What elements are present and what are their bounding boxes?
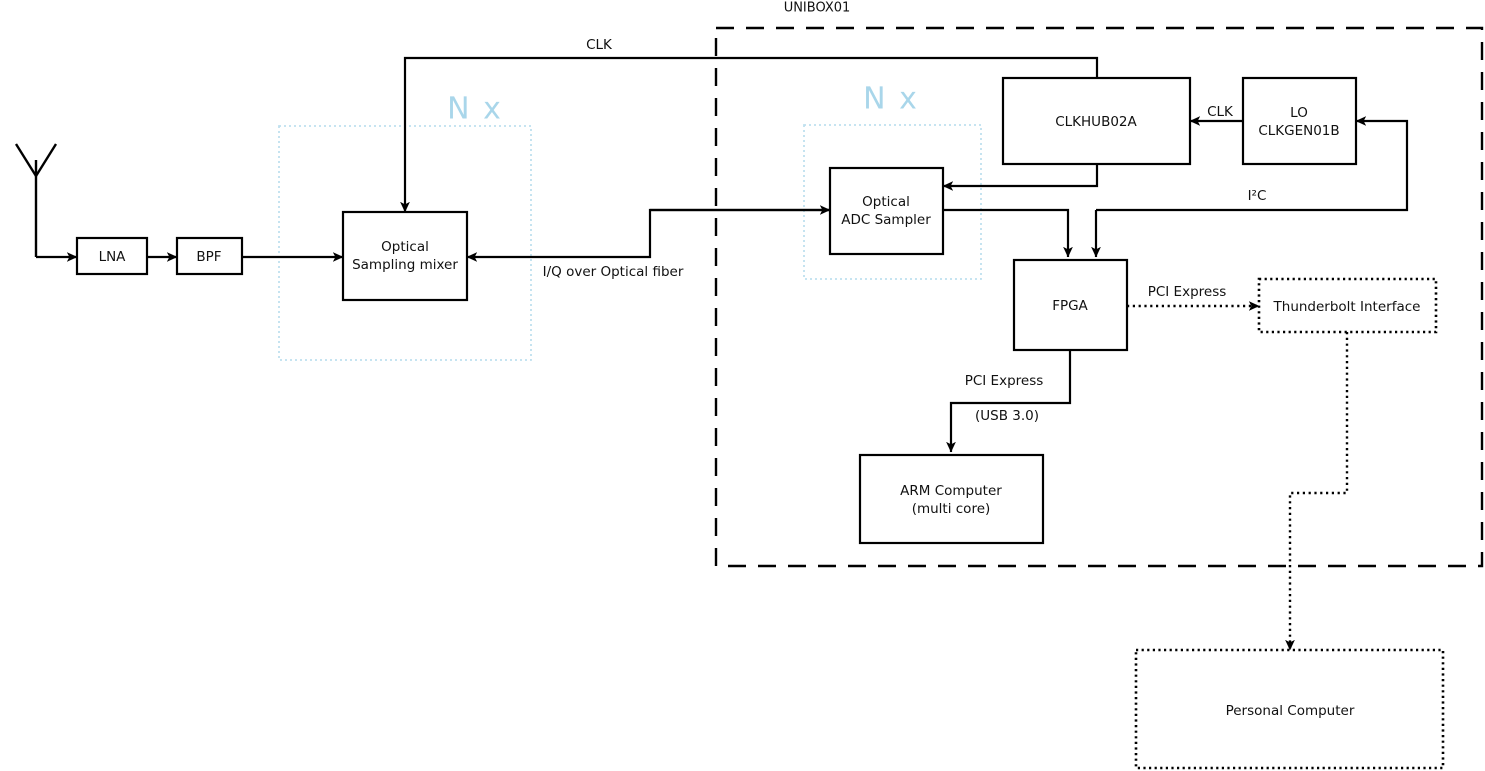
edge-label-pcie-arm: PCI Express	[965, 373, 1044, 389]
block-adc-label-line2: ADC Sampler	[841, 212, 931, 228]
wire-adc-to-fpga	[943, 208, 1073, 258]
block-lna-label: LNA	[99, 249, 127, 265]
wire-lo-to-clkhub: CLK	[1189, 104, 1243, 126]
block-pc-label: Personal Computer	[1226, 703, 1355, 719]
wire-thunderbolt-to-pc	[1285, 332, 1349, 651]
block-lo-clkgen[interactable]: LO CLKGEN01B	[1241, 76, 1358, 166]
block-arm-box[interactable]	[858, 453, 1045, 545]
block-mixer-label-line1: Optical	[381, 239, 429, 255]
wire-fpga-to-thunderbolt: PCI Express	[1127, 284, 1260, 311]
group-label-rf: N x	[447, 92, 503, 127]
edge-label-clk-lo: CLK	[1207, 104, 1234, 120]
wire-clk-distribution: CLK	[400, 37, 1099, 213]
wire-i2c: I²C	[1096, 116, 1409, 212]
block-pc-box[interactable]	[1134, 648, 1445, 770]
antenna-icon	[14, 143, 78, 262]
wire-pcie-arm-path	[946, 350, 1072, 453]
edge-label-pcie-thunderbolt: PCI Express	[1148, 284, 1227, 300]
block-clkhub-label: CLKHUB02A	[1055, 114, 1137, 130]
block-optical-sampling-mixer[interactable]: Optical Sampling mixer	[341, 210, 469, 302]
block-arm-label-line2: (multi core)	[912, 501, 991, 517]
block-arm-label-line1: ARM Computer	[900, 483, 1002, 499]
group-rf-front-end: N x	[278, 92, 532, 361]
wire-fpga-to-arm: PCI Express (USB 3.0)	[946, 350, 1072, 453]
block-mixer-box[interactable]	[341, 210, 469, 302]
block-lo-label-line2: CLKGEN01B	[1258, 123, 1339, 139]
block-fpga[interactable]: FPGA	[1012, 258, 1129, 352]
block-lo-box[interactable]	[1241, 76, 1358, 166]
wire-i2c-path	[1096, 116, 1409, 212]
edge-label-i2c: I²C	[1248, 188, 1267, 204]
group-label-digitizer: N x	[863, 82, 919, 117]
edge-label-usb3: (USB 3.0)	[975, 408, 1039, 424]
block-clkhub-box[interactable]	[1001, 76, 1192, 166]
edge-label-clk-top: CLK	[586, 37, 613, 53]
block-fpga-label: FPGA	[1052, 298, 1088, 314]
block-clkhub[interactable]: CLKHUB02A	[1001, 76, 1192, 166]
block-adc-box[interactable]	[828, 166, 945, 256]
wire-clk-path	[400, 56, 1099, 213]
wire-iq-path	[466, 208, 830, 262]
block-bpf-box[interactable]	[175, 236, 244, 276]
block-bpf[interactable]: BPF	[175, 236, 244, 276]
block-lo-label-line1: LO	[1290, 105, 1308, 121]
block-mixer-label-line2: Sampling mixer	[352, 257, 458, 273]
unibox-label: UNIBOX01	[784, 1, 851, 16]
block-arm-computer[interactable]: ARM Computer (multi core)	[858, 453, 1045, 545]
block-bpf-label: BPF	[196, 249, 221, 265]
group-boundary-digitizer	[803, 124, 982, 280]
block-lna-box[interactable]	[75, 236, 149, 276]
group-digitizer: N x	[803, 82, 982, 280]
wire-iq-optical-fiber: I/Q over Optical fiber	[466, 208, 830, 280]
block-thunderbolt-box[interactable]	[1257, 277, 1438, 334]
block-optical-adc-sampler[interactable]: Optical ADC Sampler	[828, 166, 945, 256]
edge-label-iq-fiber: I/Q over Optical fiber	[543, 264, 684, 280]
unibox-boundary	[714, 26, 1484, 568]
block-adc-label-line1: Optical	[862, 194, 910, 210]
wire-clkhub-to-adc	[942, 164, 1099, 191]
block-personal-computer[interactable]: Personal Computer	[1134, 648, 1445, 770]
block-thunderbolt-label: Thunderbolt Interface	[1273, 299, 1421, 315]
block-thunderbolt-interface[interactable]: Thunderbolt Interface	[1257, 277, 1438, 334]
unibox-enclosure: UNIBOX01	[714, 1, 1484, 568]
block-lna[interactable]: LNA	[75, 236, 149, 276]
